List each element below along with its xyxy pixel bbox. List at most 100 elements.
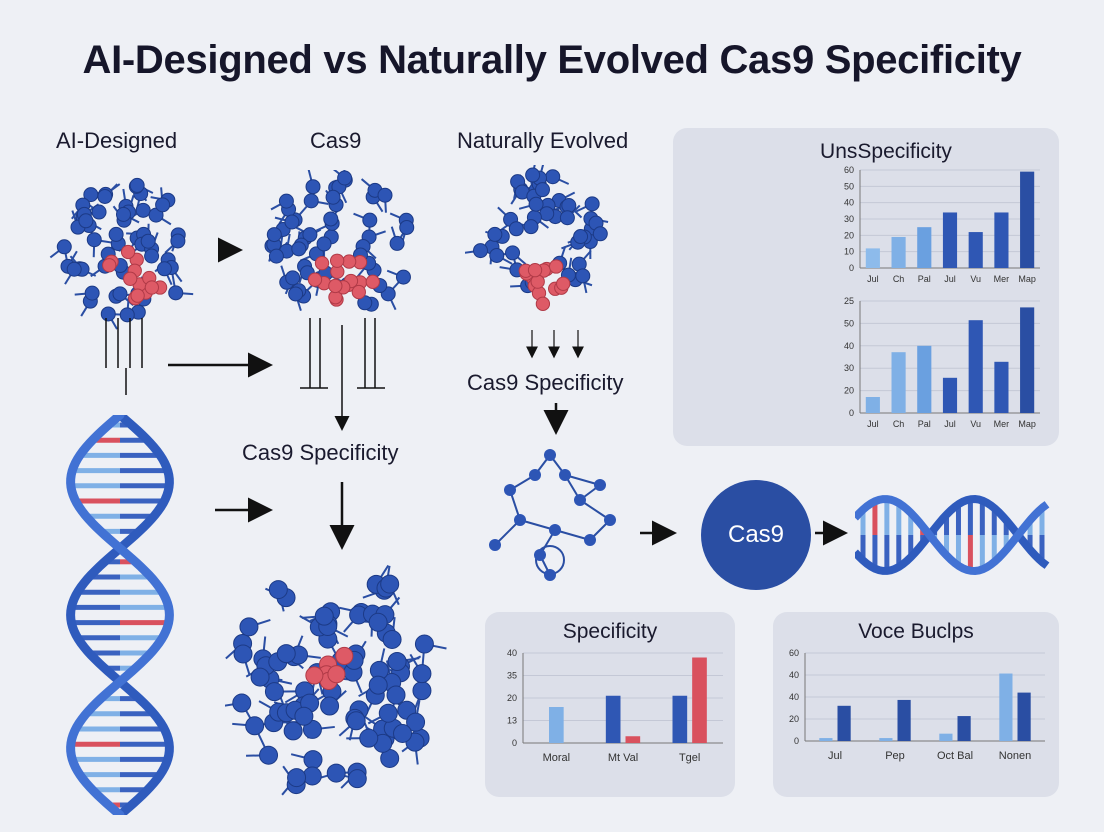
- atom-blue: [56, 239, 72, 255]
- y-tick-label: 50: [844, 318, 854, 328]
- atom-blue: [78, 213, 94, 229]
- x-tick-label: Pal: [918, 419, 931, 429]
- atom-blue: [523, 219, 539, 235]
- x-tick-label: Pep: [885, 750, 905, 762]
- bar: [994, 212, 1009, 268]
- atom-blue: [245, 716, 265, 736]
- x-tick-label: Mer: [994, 274, 1010, 284]
- atom-blue: [489, 247, 505, 263]
- x-tick-label: Jul: [867, 274, 879, 284]
- y-tick-label: 40: [789, 692, 799, 702]
- atom-blue: [278, 193, 294, 209]
- atom-blue: [144, 248, 160, 264]
- x-tick-label: Jul: [944, 419, 956, 429]
- atom-blue: [584, 196, 600, 212]
- atom-blue: [559, 210, 575, 226]
- atom-blue: [487, 226, 503, 242]
- x-tick-label: Moral: [543, 752, 571, 764]
- label-ai-designed: AI-Designed: [56, 128, 178, 153]
- atom-blue: [284, 214, 300, 230]
- atom-blue: [250, 667, 270, 687]
- y-tick-label: 30: [844, 214, 854, 224]
- bar: [672, 695, 688, 743]
- atom-blue: [115, 206, 131, 222]
- atom-blue: [268, 248, 284, 264]
- chart-title-voce-buclps: Voce Buclps: [858, 620, 974, 643]
- atom-red: [123, 271, 138, 286]
- label-cas9-specificity-right: Cas9 Specificity: [467, 370, 624, 395]
- cas9-badge: Cas9: [701, 480, 811, 590]
- y-tick-label: 0: [849, 408, 854, 418]
- atom-blue: [84, 285, 100, 301]
- atom-blue: [399, 219, 415, 235]
- y-tick-label: 60: [789, 648, 799, 658]
- atom-blue: [119, 307, 135, 323]
- y-tick-label: 60: [844, 165, 854, 175]
- network-node: [529, 469, 541, 481]
- x-tick-label: Vu: [970, 419, 981, 429]
- bar: [897, 699, 911, 741]
- bar: [1020, 307, 1035, 413]
- protein-complex-illustration: [225, 564, 447, 796]
- atom-blue: [346, 711, 366, 731]
- network-node: [559, 469, 571, 481]
- atom-blue: [86, 232, 102, 248]
- atom-red: [327, 665, 346, 684]
- bar: [957, 716, 971, 741]
- atom-red: [120, 244, 136, 260]
- atom-red: [144, 280, 160, 295]
- bar: [999, 673, 1013, 741]
- atom-blue: [389, 235, 405, 251]
- y-tick-label: 30: [844, 363, 854, 373]
- network-node: [544, 569, 556, 581]
- y-tick-label: 25: [844, 296, 854, 306]
- atom-red: [329, 253, 345, 268]
- x-tick-label: Nonen: [999, 750, 1031, 762]
- network-node: [504, 484, 516, 496]
- bar: [891, 352, 906, 413]
- y-tick-label: 13: [507, 716, 517, 726]
- atom-blue: [268, 580, 288, 600]
- bar: [1017, 692, 1031, 741]
- atom-blue: [302, 227, 318, 243]
- atom-blue: [66, 261, 82, 277]
- network-node: [594, 479, 606, 491]
- atom-blue: [592, 226, 608, 242]
- dna-helix-horizontal: [855, 495, 1050, 575]
- atom-blue: [156, 261, 172, 277]
- strand: [855, 495, 1050, 575]
- y-tick-label: 20: [844, 386, 854, 396]
- x-tick-label: Mer: [994, 419, 1010, 429]
- label-naturally-evolved: Naturally Evolved: [457, 128, 629, 153]
- atom-blue: [276, 644, 296, 664]
- strand: [855, 495, 1050, 575]
- atom-blue: [337, 170, 353, 186]
- atom-blue: [414, 634, 434, 654]
- atom-blue: [233, 644, 253, 664]
- atom-blue: [323, 211, 339, 227]
- bar: [891, 236, 906, 268]
- bar: [942, 212, 958, 268]
- y-tick-label: 0: [512, 738, 517, 748]
- atom-red: [305, 666, 324, 685]
- x-tick-label: Map: [1018, 274, 1036, 284]
- label-cas9-specificity-left: Cas9 Specificity: [242, 440, 399, 465]
- atom-blue: [294, 706, 314, 726]
- y-tick-label: 20: [844, 230, 854, 240]
- bar: [865, 248, 880, 268]
- network-node: [584, 534, 596, 546]
- y-tick-label: 35: [507, 671, 517, 681]
- atom-blue: [382, 629, 402, 649]
- bar: [917, 227, 932, 268]
- bar: [549, 707, 564, 743]
- atom-blue: [406, 712, 426, 732]
- label-cas9: Cas9: [310, 128, 362, 153]
- atom-blue: [264, 682, 284, 702]
- atom-blue: [129, 177, 145, 193]
- y-tick-label: 10: [844, 247, 854, 257]
- atom-blue: [395, 269, 411, 285]
